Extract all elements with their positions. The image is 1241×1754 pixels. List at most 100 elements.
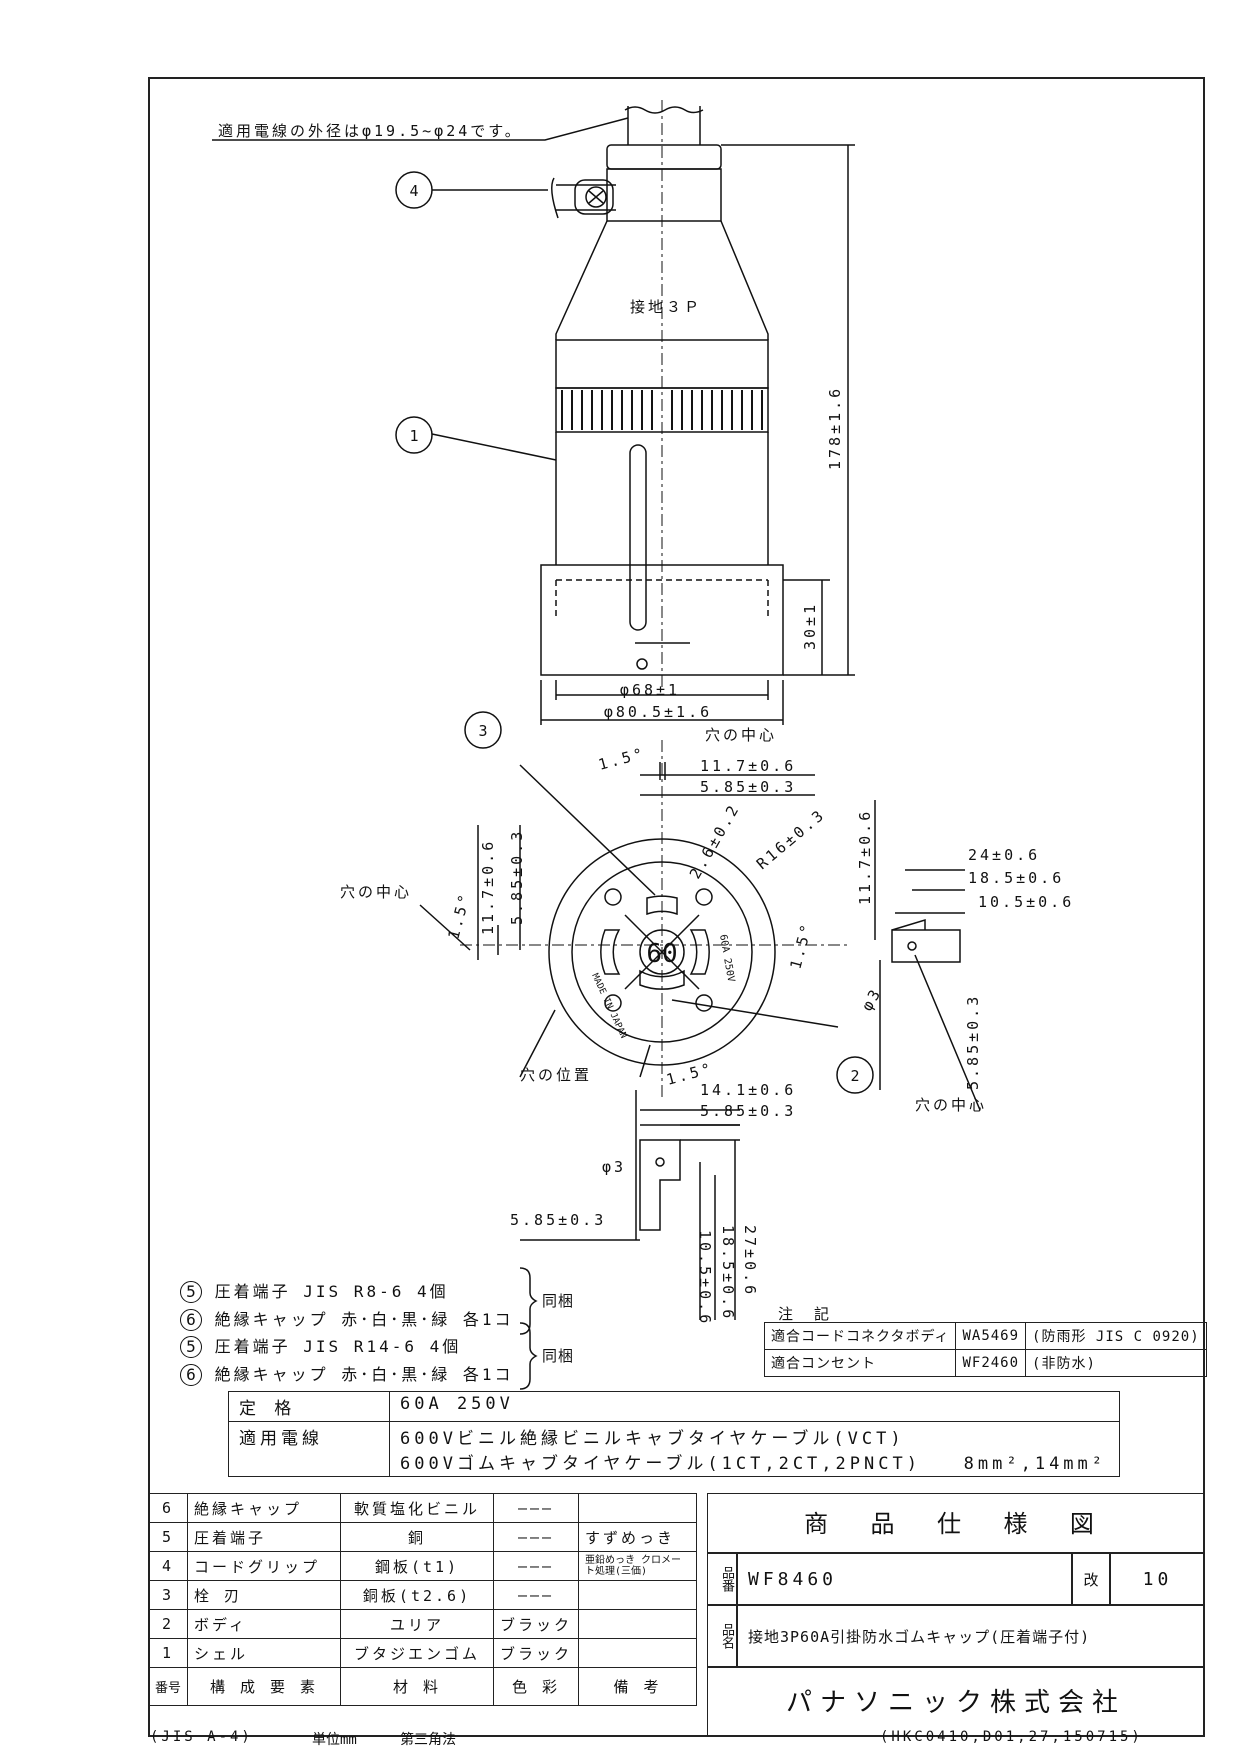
wire-value: 600Vビニル絶縁ビニルキャブタイヤケーブル(VCT) 600Vゴムキャブタイヤ… [389, 1421, 1120, 1477]
rating-label: 定 格 [228, 1391, 390, 1422]
dim-11-7-right: 11.7±0.6 [856, 809, 874, 905]
balloon-1 [395, 416, 433, 454]
accessory-text: 圧着端子 JIS R8-6 4個 [214, 1282, 449, 1301]
part-note: すずめっき [578, 1522, 698, 1552]
notes-extra: (防雨形 JIS C 0920) [1025, 1322, 1207, 1350]
part-color: ——— [493, 1493, 580, 1523]
part-color: ——— [493, 1522, 580, 1552]
rating-mark: 60A 250V [717, 934, 736, 983]
part-name: シェル [187, 1638, 342, 1668]
wire-size: 8mm²,14mm² [963, 1454, 1107, 1474]
part-note [578, 1609, 698, 1639]
accessory-number: 6 [180, 1309, 202, 1331]
wire-label: 適用電線 [228, 1421, 390, 1477]
part-material: 銅 [340, 1522, 495, 1552]
part-color: ブラック [493, 1609, 580, 1639]
kai-label: 改 [1072, 1553, 1110, 1605]
parts-header-name: 構 成 要 素 [187, 1667, 342, 1706]
dim-angle-top: 1.5° [596, 744, 647, 774]
dim-band: 30±1 [801, 602, 819, 650]
dim-2-6: 2.6±0.2 [686, 800, 744, 882]
part-material: ユリア [340, 1609, 495, 1639]
accessory-item: 5 圧着端子 JIS R8-6 4個 [180, 1278, 449, 1303]
part-no: 6 [147, 1493, 189, 1523]
notes-value: WA5469 [955, 1322, 1027, 1350]
part-material: 銅板(t2.6) [340, 1580, 495, 1610]
dim-18-5-bottom: 18.5±0.6 [719, 1225, 737, 1321]
part-name: 栓 刃 [187, 1580, 342, 1610]
company-name: パナソニック株式会社 [707, 1667, 1205, 1737]
part-no: 5 [147, 1522, 189, 1552]
parts-header-row: 番号構 成 要 素材 料色 彩備 考 [147, 1667, 698, 1706]
footer-unit: 単位mm [312, 1732, 357, 1748]
dim-5-85-right: 5.85±0.3 [964, 994, 982, 1090]
part-no: 4 [147, 1551, 189, 1581]
kai-value: 10 [1110, 1553, 1205, 1605]
notes-title: 注 記 [778, 1305, 836, 1323]
bundled-label: 同梱 [542, 1347, 575, 1365]
dim-hole-center-right: 穴の中心 [915, 1096, 987, 1114]
dim-height: 178±1.6 [826, 386, 844, 470]
wire-value-line: 600Vゴムキャブタイヤケーブル(1CT,2CT,2PNCT) 8mm²,14m… [400, 1449, 1109, 1474]
balloon-4-label: 4 [409, 182, 418, 200]
bundled-label: 同梱 [542, 1292, 575, 1310]
parts-header-color: 色 彩 [493, 1667, 580, 1706]
wire-type: 600Vゴムキャブタイヤケーブル(1CT,2CT,2PNCT) [400, 1454, 921, 1474]
part-no: 3 [147, 1580, 189, 1610]
part-color: ——— [493, 1580, 580, 1610]
dim-5-85-top: 5.85±0.3 [700, 778, 796, 796]
title-heading: 商 品 仕 様 図 [707, 1493, 1205, 1553]
notes-table: 適合コードコネクタボディ WA5469 (防雨形 JIS C 0920) 適合コ… [763, 1322, 1207, 1377]
part-name: コードグリップ [187, 1551, 342, 1581]
parts-header-no: 番号 [147, 1667, 189, 1706]
parts-header-note: 備 考 [578, 1667, 698, 1706]
dim-18-5: 18.5±0.6 [968, 869, 1064, 887]
dim-10-5-bottom: 10.5±0.6 [696, 1230, 714, 1326]
notes-extra: (非防水) [1025, 1349, 1207, 1377]
made-in-label: MADE IN JAPAN [589, 972, 628, 1040]
part-note [578, 1580, 698, 1610]
accessory-number: 5 [180, 1281, 202, 1303]
part-material: 軟質塩化ビニル [340, 1493, 495, 1523]
balloon-3 [464, 711, 502, 749]
dim-r16: R16±0.3 [753, 805, 829, 873]
part-note [578, 1493, 698, 1523]
balloon-2 [836, 1056, 874, 1094]
hinmei-label: 品名 [707, 1605, 737, 1667]
accessory-item: 5 圧着端子 JIS R14-6 4個 [180, 1333, 461, 1358]
part-name: 圧着端子 [187, 1522, 342, 1552]
hinban-label: 品番 [707, 1553, 737, 1605]
wire-value-line: 600Vビニル絶縁ビニルキャブタイヤケーブル(VCT) [400, 1429, 905, 1449]
part-no: 2 [147, 1609, 189, 1639]
face-number: 60 [646, 939, 677, 969]
dim-angle-left: 1.5° [444, 890, 474, 941]
dim-5-85-left-v: 5.85±0.3 [508, 829, 526, 925]
dim-phi3-right: φ3 [858, 984, 886, 1014]
dim-phi3-bottom: φ3 [602, 1158, 626, 1176]
notes-row: 適合コンセント WF2460 (非防水) [763, 1349, 1207, 1377]
part-material: 鋼板(t1) [340, 1551, 495, 1581]
footer-projection: 第三角法 [400, 1732, 456, 1748]
hinban-value: WF8460 [737, 1553, 1072, 1605]
dim-27: 27±0.6 [741, 1225, 759, 1297]
balloon-1-label: 1 [409, 427, 418, 445]
part-material: ブタジエンゴム [340, 1638, 495, 1668]
accessory-text: 絶縁キャップ 赤･白･黒･緑 各1コ [214, 1310, 514, 1329]
rating-value: 60A 250V [389, 1391, 1120, 1422]
notes-value: WF2460 [955, 1349, 1027, 1377]
parts-header-material: 材 料 [340, 1667, 495, 1706]
part-no: 1 [147, 1638, 189, 1668]
notes-row: 適合コードコネクタボディ WA5469 (防雨形 JIS C 0920) [763, 1322, 1207, 1350]
accessory-item: 6 絶縁キャップ 赤･白･黒･緑 各1コ [180, 1361, 514, 1386]
dim-hole-center-left: 穴の中心 [340, 883, 412, 901]
dim-11-7-left: 11.7±0.6 [479, 839, 497, 935]
wire-note: 適用電線の外径はφ19.5~φ24です。 [218, 122, 523, 140]
accessory-text: 圧着端子 JIS R14-6 4個 [214, 1337, 462, 1356]
dim-14-1: 14.1±0.6 [700, 1081, 796, 1099]
dim-5-85-left: 5.85±0.3 [510, 1211, 606, 1229]
drawing-frame [148, 77, 1205, 1737]
